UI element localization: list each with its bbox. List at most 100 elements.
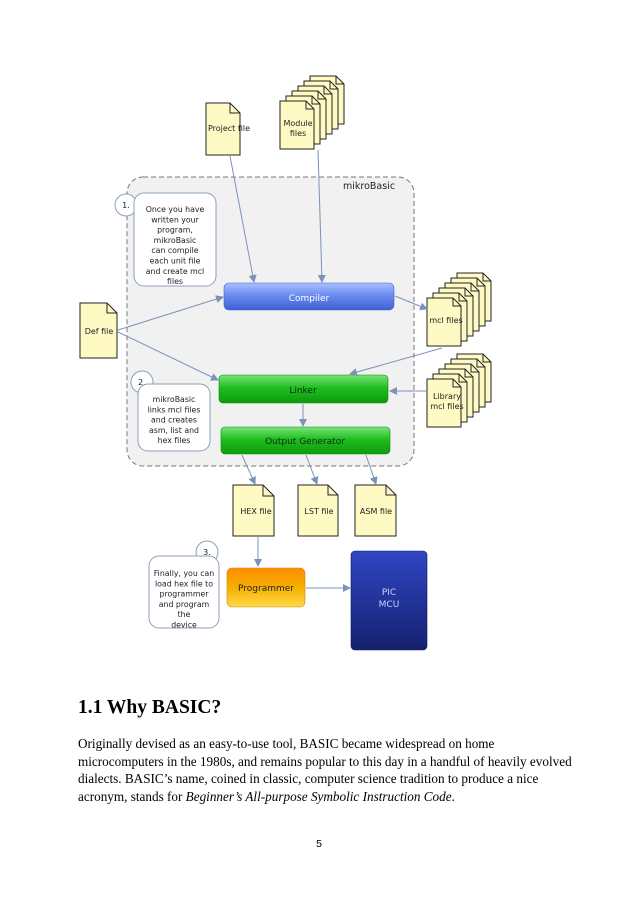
paragraph-line-4-prefix: acronym, stands for — [78, 788, 186, 804]
def-file-label: Def file — [85, 327, 114, 336]
step1-line: written your — [151, 215, 199, 224]
arrow-mcl-to-linker — [349, 347, 443, 376]
arrow-output-to-asm — [365, 454, 378, 485]
hex-file-label: HEX file — [240, 507, 271, 516]
paragraph-line-2: microcomputers in the 1980s, and remains… — [78, 753, 572, 769]
paragraph-line-4: acronym, stands for Beginner’s All-purpo… — [78, 788, 570, 806]
compiler-label: Compiler — [289, 294, 330, 304]
step2-line: mikroBasic — [153, 395, 196, 404]
mcl-file-sheet-fold — [482, 273, 491, 282]
project-file-document: Project file — [205, 102, 250, 156]
library-file-sheet-fold — [470, 364, 479, 373]
mcl-files-label: mcl files — [429, 316, 462, 325]
project-file-label: Project file — [208, 124, 250, 133]
module-file-sheet-fold — [305, 101, 314, 110]
asm-file-label: ASM file — [360, 507, 392, 516]
mcl-file-sheet — [426, 297, 462, 347]
step2-line: asm, list and — [149, 426, 199, 435]
step3-line: programmer — [160, 590, 210, 599]
section-paragraph: Originally devised as an easy-to-use too… — [78, 735, 572, 806]
mikrobasic-workflow-diagram: mikroBasic Project file Module files Def… — [79, 75, 492, 651]
module-file-sheet-fold — [329, 81, 338, 90]
lst-file-document: LST file — [297, 484, 339, 537]
container-label: mikroBasic — [343, 181, 395, 192]
step1-number: 1. — [122, 201, 130, 210]
step2-line: hex files — [158, 436, 191, 445]
linker-block: Linker — [218, 374, 389, 404]
step1-line: program, — [157, 226, 193, 235]
linker-label: Linker — [289, 386, 317, 396]
arrow-output-to-hex — [241, 454, 256, 485]
step1-line: Once you have — [146, 205, 205, 214]
arrow-output-to-lst — [305, 454, 319, 485]
mcl-files-stack: mcl files — [426, 272, 492, 347]
step3-line: the — [178, 610, 191, 619]
step2-line: links mcl files — [148, 405, 201, 414]
step3-line: device — [171, 621, 197, 630]
flow-arrows — [117, 149, 443, 592]
step1-line: can compile — [151, 246, 198, 255]
output-generator-label: Output Generator — [265, 437, 345, 447]
library-file-sheet-fold — [458, 374, 467, 383]
mcl-file-sheet-fold — [476, 278, 485, 287]
module-file-sheet — [279, 100, 315, 150]
pic-mcu-label-line2: MCU — [379, 600, 400, 610]
step1-line: each unit file — [150, 257, 201, 266]
arrow-project-to-compiler — [229, 155, 257, 283]
mcl-file-sheet-fold — [470, 283, 479, 292]
lst-file-label: LST file — [304, 507, 333, 516]
step1-line: and create mcl — [146, 267, 204, 276]
paragraph-line-1: Originally devised as an easy-to-use too… — [78, 736, 495, 751]
step2-number: 2. — [138, 378, 146, 387]
library-mcl-files-stack: Library mcl files — [426, 353, 492, 428]
programmer-label: Programmer — [238, 584, 294, 594]
module-file-sheet-fold — [317, 91, 326, 100]
module-files-stack: Module files — [279, 75, 345, 150]
arrow-def-to-linker — [117, 331, 219, 381]
programmer-block: Programmer — [226, 567, 306, 608]
mcl-file-sheet-fold — [458, 293, 467, 302]
step3-line: load hex file to — [155, 579, 213, 588]
arrow-modules-to-compiler — [317, 149, 326, 283]
step1-line: files — [167, 277, 183, 286]
step3-line: Finally, you can — [154, 569, 215, 578]
library-files-label-line1: Library — [433, 392, 461, 401]
arrow-compiler-to-mcl — [394, 295, 428, 311]
library-file-sheet-fold — [464, 369, 473, 378]
def-file-document: Def file — [79, 302, 118, 359]
library-file-sheet — [426, 378, 462, 428]
pic-mcu-block: PIC MCU — [350, 550, 428, 651]
hex-file-document: HEX file — [232, 484, 275, 537]
page-number: 5 — [316, 838, 322, 850]
mcl-file-sheet-fold — [464, 288, 473, 297]
step2-line: and creates — [151, 416, 197, 425]
section-heading: 1.1 Why BASIC? — [78, 697, 222, 718]
step3-line: and program — [159, 600, 209, 609]
library-file-sheet-fold — [482, 354, 491, 363]
step3-number: 3. — [203, 548, 211, 557]
output-generator-block: Output Generator — [220, 426, 391, 455]
module-files-label-line1: Module — [283, 119, 312, 128]
pic-mcu-label-line1: PIC — [382, 588, 396, 598]
paragraph-line-3: dialects. BASIC’s name, coined in classi… — [78, 771, 539, 787]
library-files-label-line2: mcl files — [430, 402, 463, 411]
module-files-label-line2: files — [290, 129, 306, 138]
module-file-sheet-fold — [323, 86, 332, 95]
asm-file-document: ASM file — [354, 484, 397, 537]
arrow-def-to-compiler — [117, 295, 224, 331]
library-file-sheet-fold — [476, 359, 485, 368]
step1-line: mikroBasic — [154, 236, 197, 245]
library-file-sheet-fold — [452, 379, 461, 388]
module-file-sheet-fold — [335, 76, 344, 85]
module-file-sheet-fold — [311, 96, 320, 105]
compiler-block: Compiler — [223, 282, 395, 311]
paragraph-line-4-suffix: . — [451, 788, 455, 804]
acronym-expansion: Beginner’s All-purpose Symbolic Instruct… — [185, 788, 452, 804]
